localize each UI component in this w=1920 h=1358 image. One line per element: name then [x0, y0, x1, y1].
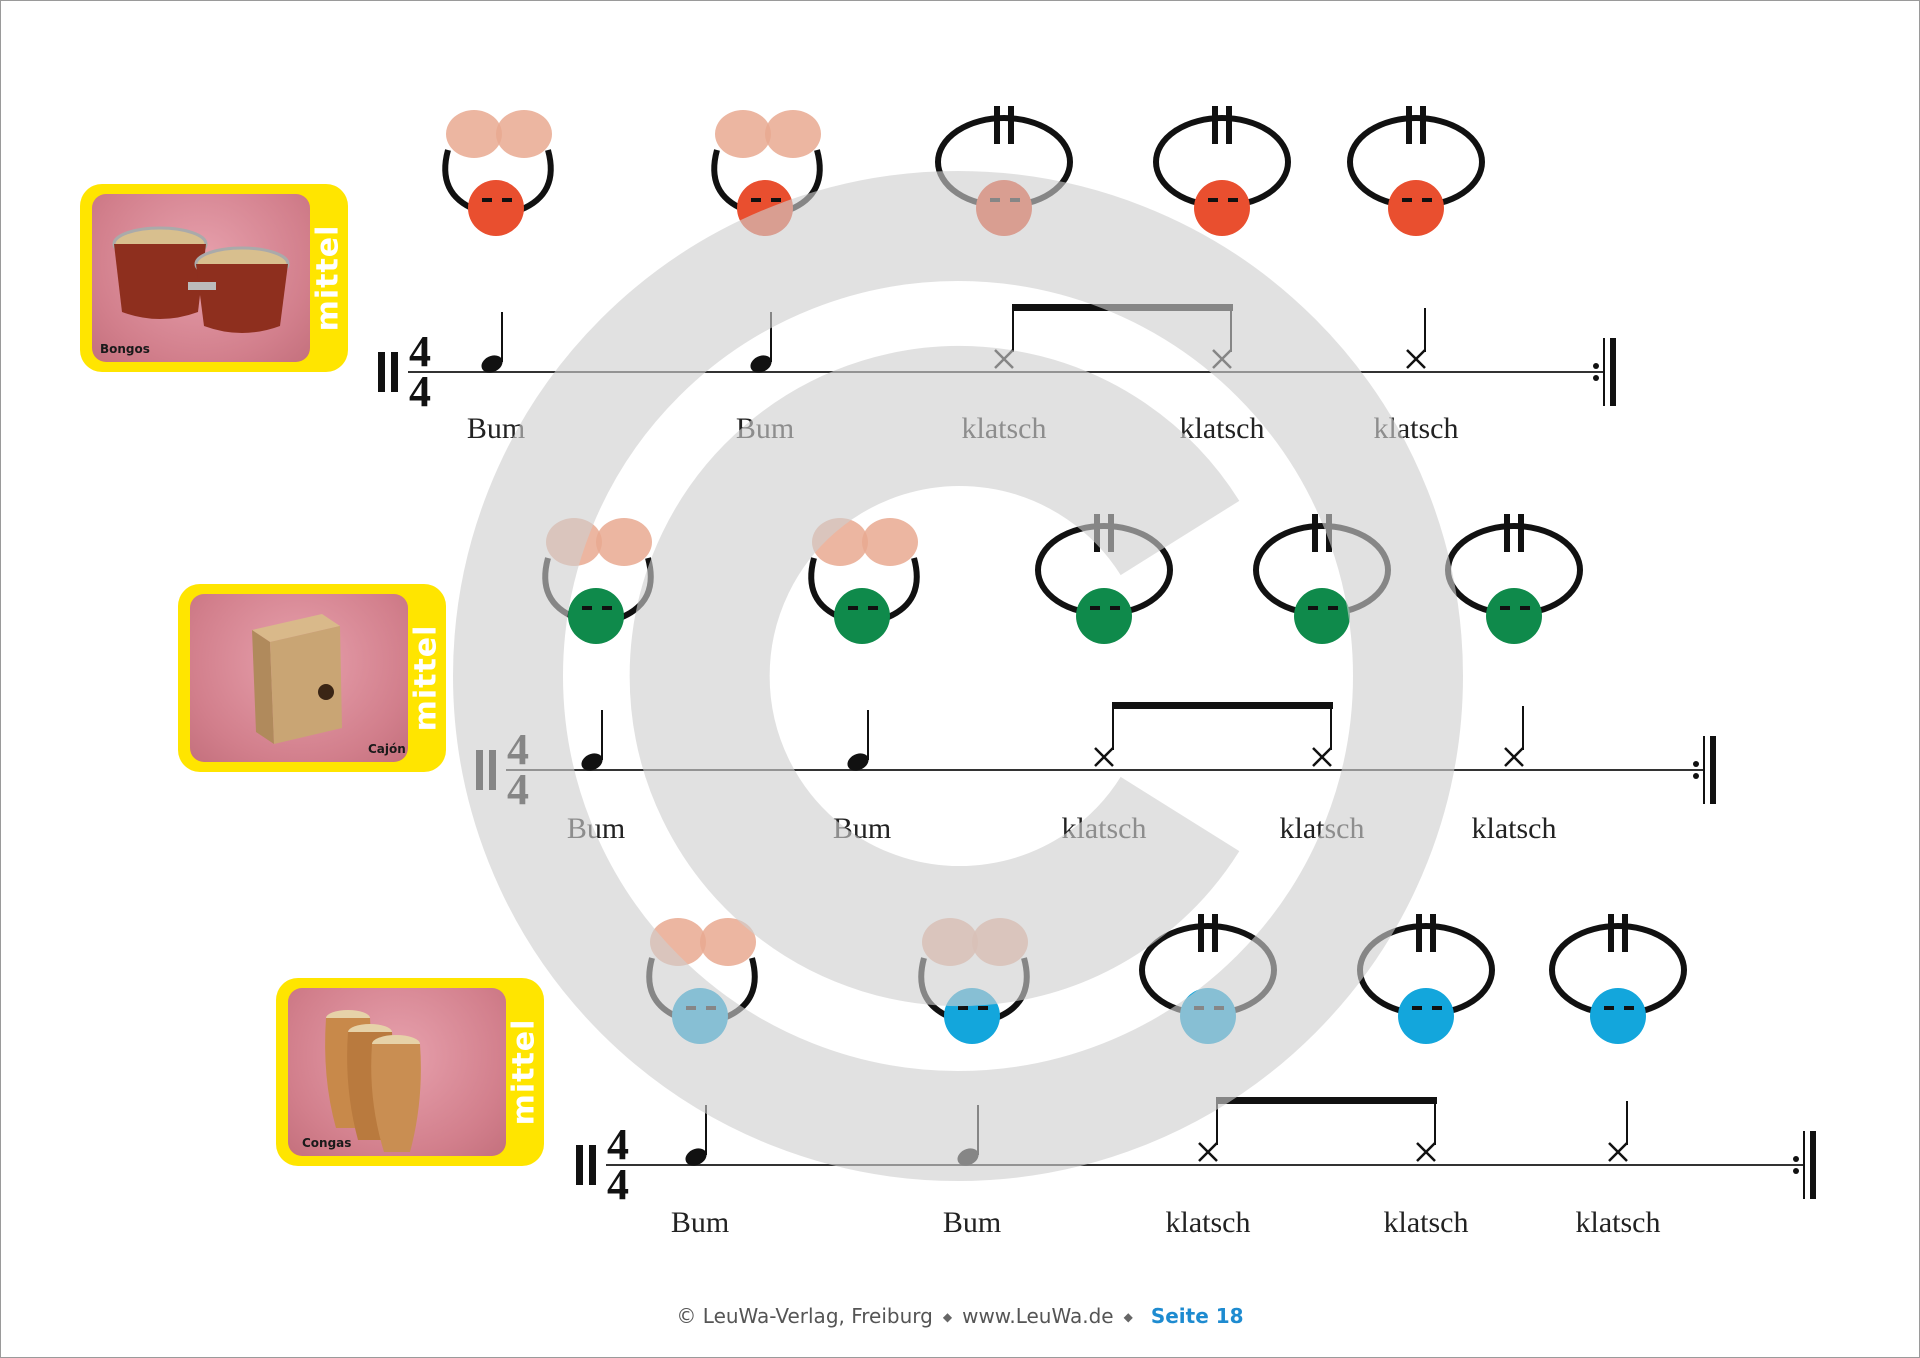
- face-icon: [1180, 988, 1236, 1044]
- repeat-dot: [1793, 1156, 1799, 1162]
- repeat-dot: [1793, 1168, 1799, 1174]
- rhythm-row-1: 44: [476, 514, 1716, 814]
- instrument-name-congas: Congas: [302, 1136, 352, 1150]
- clap-hands-icon: [1035, 514, 1173, 644]
- drum-hands-icon: [808, 518, 920, 644]
- x-note-head: [1312, 747, 1332, 767]
- syllable-label: Bum: [670, 1206, 730, 1239]
- footer-separator-icon: ◆: [1123, 1310, 1133, 1324]
- clap-hands-icon: [1347, 106, 1485, 236]
- percussion-clef: [476, 750, 483, 790]
- syllable-label: Bum: [832, 812, 892, 845]
- drum-hands-icon: [918, 918, 1030, 1044]
- syllable-label: klatsch: [1575, 1206, 1661, 1239]
- syllable-label: klatsch: [961, 412, 1047, 445]
- instrument-image-bongos: Bongos: [92, 194, 310, 362]
- repeat-dot: [1593, 375, 1599, 381]
- percussion-clef: [378, 352, 385, 392]
- clap-hands-icon: [1153, 106, 1291, 236]
- instrument-name-cajon: Cajón: [368, 742, 406, 756]
- face-icon: [1590, 988, 1646, 1044]
- barline-thick: [1710, 736, 1716, 804]
- face-icon: [944, 988, 1000, 1044]
- drum-hands-icon: [646, 918, 758, 1044]
- footer-page-number: Seite 18: [1150, 1304, 1244, 1328]
- syllable-label: Bum: [942, 1206, 1002, 1239]
- clap-hands-icon: [1549, 914, 1687, 1044]
- x-note-head: [1504, 747, 1524, 767]
- drum-hands-icon: [442, 110, 554, 236]
- face-icon: [834, 588, 890, 644]
- repeat-dot: [1693, 773, 1699, 779]
- instrument-card-cajon: Cajón mittel: [178, 584, 446, 772]
- face-icon: [568, 588, 624, 644]
- syllable-label: klatsch: [1165, 1206, 1251, 1239]
- repeat-dot: [1593, 363, 1599, 369]
- x-note-head: [1198, 1142, 1218, 1162]
- time-signature-top: 4: [409, 327, 431, 376]
- rhythm-row-2: 44: [576, 914, 1816, 1209]
- clap-hands-icon: [935, 106, 1073, 236]
- footer-separator-icon: ◆: [942, 1310, 953, 1324]
- clap-hands-icon: [1253, 514, 1391, 644]
- clap-hands-icon: [1139, 914, 1277, 1044]
- footer: © LeuWa-Verlag, Freiburg ◆ www.LeuWa.de ◆ Se…: [0, 1304, 1920, 1328]
- bongo-icon: [112, 226, 290, 333]
- syllable-label: klatsch: [1179, 412, 1265, 445]
- x-note-head: [1416, 1142, 1436, 1162]
- instrument-card-bongos: Bongos mittel: [80, 184, 348, 372]
- drum-hands-icon: [711, 110, 823, 236]
- percussion-clef: [489, 750, 496, 790]
- syllable-label: klatsch: [1061, 812, 1147, 845]
- syllable-label: Bum: [466, 412, 526, 445]
- x-note-head: [994, 349, 1014, 369]
- face-icon: [1294, 588, 1350, 644]
- instrument-image-cajon: Cajón: [190, 594, 408, 762]
- face-icon: [1194, 180, 1250, 236]
- face-icon: [737, 180, 793, 236]
- footer-copyright: © LeuWa-Verlag, Freiburg: [676, 1304, 933, 1328]
- instrument-name-bongos: Bongos: [100, 342, 150, 356]
- face-icon: [1076, 588, 1132, 644]
- percussion-clef: [576, 1145, 583, 1185]
- x-note-head: [1212, 349, 1232, 369]
- face-icon: [1486, 588, 1542, 644]
- time-signature-bottom: 4: [507, 765, 529, 814]
- barline-thick: [1610, 338, 1616, 406]
- drum-hands-icon: [542, 518, 654, 644]
- cajon-icon: [252, 614, 342, 744]
- eighth-beam: [1112, 702, 1333, 709]
- syllable-label: klatsch: [1471, 812, 1557, 845]
- conga-icon: [325, 1010, 421, 1152]
- rhythm-row-0: 44: [378, 106, 1616, 416]
- syllable-label: Bum: [735, 412, 795, 445]
- barline-thick: [1810, 1131, 1816, 1199]
- face-icon: [468, 180, 524, 236]
- x-note-head: [1094, 747, 1114, 767]
- x-note-head: [1406, 349, 1426, 369]
- time-signature-bottom: 4: [607, 1160, 629, 1209]
- percussion-clef: [391, 352, 398, 392]
- clap-hands-icon: [1357, 914, 1495, 1044]
- footer-website: www.LeuWa.de: [962, 1304, 1114, 1328]
- eighth-beam: [1216, 1097, 1437, 1104]
- x-note-head: [1608, 1142, 1628, 1162]
- syllable-label: klatsch: [1279, 812, 1365, 845]
- clap-hands-icon: [1445, 514, 1583, 644]
- face-icon: [1398, 988, 1454, 1044]
- face-icon: [1388, 180, 1444, 236]
- face-icon: [672, 988, 728, 1044]
- face-icon: [976, 180, 1032, 236]
- eighth-beam: [1012, 304, 1233, 311]
- syllable-label: Bum: [566, 812, 626, 845]
- syllable-label: klatsch: [1383, 1206, 1469, 1239]
- time-signature-bottom: 4: [409, 367, 431, 416]
- percussion-clef: [589, 1145, 596, 1185]
- syllable-label: klatsch: [1373, 412, 1459, 445]
- repeat-dot: [1693, 761, 1699, 767]
